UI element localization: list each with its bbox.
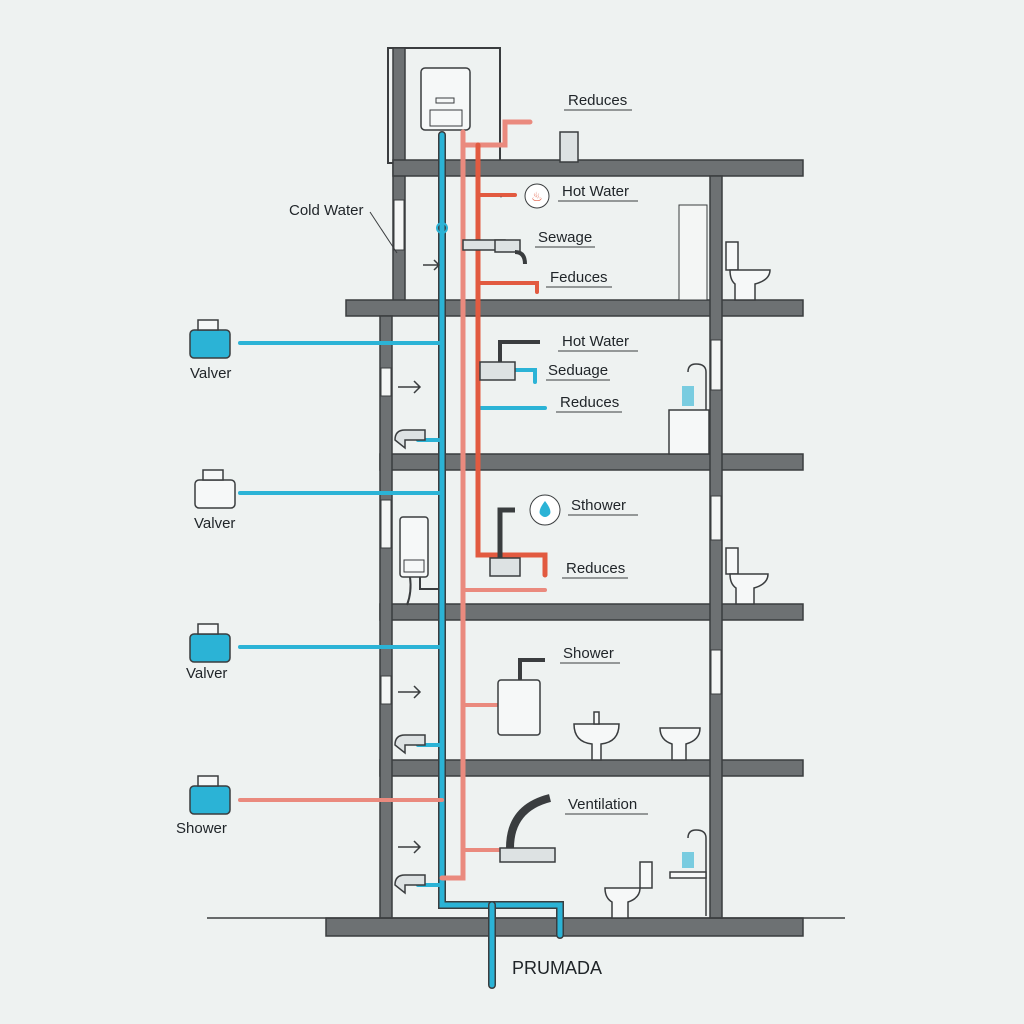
toilet bbox=[604, 861, 653, 919]
label-cold-water: Cold Water bbox=[289, 202, 363, 219]
label-sewage: Sewage bbox=[538, 229, 592, 246]
label-shower: Shower bbox=[176, 820, 227, 837]
label-reduces: Reduces bbox=[566, 560, 625, 577]
label-shower: Shower bbox=[563, 645, 614, 662]
shower bbox=[668, 363, 710, 455]
flow-arrows bbox=[398, 259, 441, 854]
shower bbox=[669, 829, 707, 916]
label-valver: Valver bbox=[190, 365, 231, 382]
roof-slab bbox=[392, 159, 804, 177]
heat-glyph: ♨ bbox=[531, 189, 543, 204]
label-hot-water: Hot Water bbox=[562, 183, 629, 200]
label-underlines bbox=[535, 109, 648, 815]
hot-water-pipes bbox=[238, 119, 548, 881]
label-prumada: PRUMADA bbox=[512, 958, 602, 978]
sink bbox=[573, 711, 620, 761]
label-reduces: Reduces bbox=[560, 394, 619, 411]
label-valver: Valver bbox=[186, 665, 227, 682]
label-valver: Valver bbox=[194, 515, 235, 532]
label-feduces: Feduces bbox=[550, 269, 608, 286]
toilet bbox=[725, 547, 769, 605]
label-reduces: Reduces bbox=[568, 92, 627, 109]
water-drop-icon bbox=[529, 494, 561, 526]
door bbox=[678, 204, 708, 301]
labels: Reduces Hot Water Cold Water Sewage Fedu… bbox=[176, 92, 637, 978]
windows bbox=[380, 199, 722, 705]
label-sthower: Sthower bbox=[571, 497, 626, 514]
label-ventilation: Ventilation bbox=[568, 796, 637, 813]
toilet bbox=[725, 241, 771, 301]
label-seduage: Seduage bbox=[548, 362, 608, 379]
floor-slab-4 bbox=[345, 299, 804, 317]
water-heater bbox=[399, 516, 442, 606]
shower-drops bbox=[682, 386, 694, 868]
fittings bbox=[394, 131, 579, 895]
sanitary-fixtures bbox=[573, 241, 771, 919]
tanks bbox=[189, 319, 236, 815]
ground-slab bbox=[325, 917, 804, 937]
label-hot-water: Hot Water bbox=[562, 333, 629, 350]
wall-left bbox=[379, 315, 393, 919]
toilet bbox=[659, 727, 701, 761]
boiler-unit bbox=[420, 67, 471, 131]
cold-water-pipes bbox=[238, 131, 564, 989]
hot-water-icon bbox=[524, 183, 550, 209]
leader-line bbox=[369, 211, 398, 254]
wall-right bbox=[709, 175, 723, 919]
